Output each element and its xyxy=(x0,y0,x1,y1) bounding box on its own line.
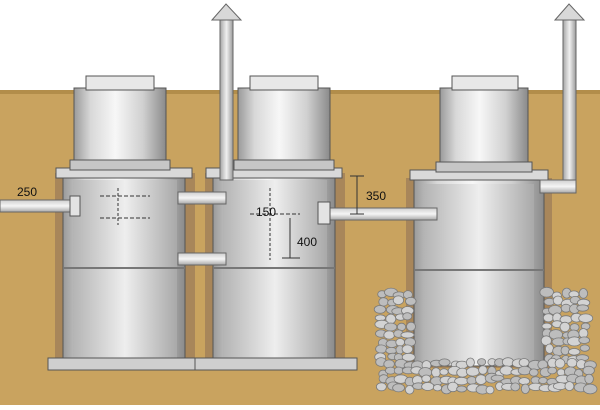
gravel-stone xyxy=(421,374,432,383)
outlet-pipe xyxy=(324,207,438,221)
gravel-stone xyxy=(401,352,416,362)
gravel-stone xyxy=(582,365,595,376)
gravel-stone xyxy=(385,346,398,355)
gravel-stone xyxy=(404,385,415,395)
outlet-pipe-fitting xyxy=(317,201,331,225)
gravel-stone xyxy=(393,366,404,375)
tank-3-neck-rim xyxy=(451,75,519,91)
tank-2-neck-collar xyxy=(233,159,335,171)
gravel-stone xyxy=(485,385,495,395)
dimension-400: 400 xyxy=(297,235,317,249)
gravel-stone xyxy=(518,377,531,386)
tank-3-neck xyxy=(439,87,529,171)
gravel-stone xyxy=(566,357,578,368)
gravel-stone xyxy=(477,358,487,366)
gravel-stone xyxy=(431,367,441,378)
gravel-stone xyxy=(538,376,548,384)
tank-1-inner xyxy=(73,180,177,360)
gravel-stone xyxy=(578,336,590,344)
vent-pipe-cap-icon xyxy=(210,3,243,21)
gravel-stone xyxy=(465,357,475,368)
gravel-stone xyxy=(584,373,594,384)
gravel-stone xyxy=(395,338,406,347)
tank-2-neck xyxy=(237,87,331,169)
gravel-stone xyxy=(547,366,557,375)
gravel-stone xyxy=(439,368,449,376)
gravel-stone xyxy=(583,383,598,395)
gravel-stone xyxy=(510,382,521,392)
gravel-stone xyxy=(392,295,404,306)
tank-1-neck-rim xyxy=(85,75,155,91)
tank-3-neck-collar xyxy=(435,161,533,173)
gravel-stone xyxy=(465,366,480,377)
gravel-stone xyxy=(378,297,389,307)
gravel-stone xyxy=(466,376,477,385)
overflow-pipe-lower xyxy=(177,252,227,266)
tank-1 xyxy=(47,75,199,371)
dimension-250: 250 xyxy=(17,185,37,199)
gravel-stone xyxy=(545,343,554,354)
gravel-stone xyxy=(564,381,575,392)
vent-pipe-2 xyxy=(562,19,577,193)
gravel-stone xyxy=(576,304,589,312)
gravel-stone xyxy=(520,383,530,395)
gravel-stone xyxy=(375,344,388,354)
tank-3-inner xyxy=(424,184,534,364)
gravel-stone xyxy=(560,345,570,356)
inlet-pipe-fitting xyxy=(69,195,81,217)
pipes xyxy=(0,3,586,266)
gravel-stone xyxy=(373,305,387,314)
gravel-stone xyxy=(490,374,505,382)
dimension-150: 150 xyxy=(256,205,276,219)
gravel-stone xyxy=(517,365,532,376)
gravel-bed xyxy=(373,286,598,395)
gravel-stone xyxy=(405,296,417,306)
gravel-stone xyxy=(542,313,554,323)
tank-1-neck-collar xyxy=(69,159,171,171)
gravel-stone xyxy=(438,358,451,367)
gravel-stone xyxy=(579,344,590,352)
gravel-stone xyxy=(578,313,594,323)
gravel-stone xyxy=(456,385,468,393)
dimension-350: 350 xyxy=(366,189,386,203)
tank-2-inner xyxy=(223,180,327,360)
tank-1-base xyxy=(47,357,199,371)
gravel-stone xyxy=(578,288,589,299)
gravel-stone xyxy=(421,382,435,391)
gravel-stone xyxy=(392,383,406,393)
dimension-lines xyxy=(100,175,364,260)
gravel-stone xyxy=(499,365,514,376)
gravel-stone xyxy=(400,331,415,339)
vent-pipe-1 xyxy=(219,19,234,181)
gravel-stone xyxy=(475,374,487,385)
gravel-stone xyxy=(554,358,566,369)
gravel-stone xyxy=(559,321,571,333)
gravel-stone xyxy=(383,322,398,332)
gravel-stone xyxy=(406,321,416,332)
gravel-stone xyxy=(375,382,387,392)
vent-pipe-cap-icon xyxy=(553,3,586,21)
gravel-stone xyxy=(432,384,443,392)
gravel-stone xyxy=(383,330,396,340)
gravel-stone xyxy=(528,368,539,377)
gravel-stone xyxy=(401,344,414,354)
gravel-stone xyxy=(539,286,554,298)
gravel-stone xyxy=(541,322,553,330)
gravel-stone xyxy=(568,348,581,356)
overflow-pipe-upper xyxy=(177,191,227,205)
inlet-pipe xyxy=(0,199,73,213)
tank-2-neck-rim xyxy=(249,75,319,91)
shared-base xyxy=(194,357,358,371)
gravel-stone xyxy=(402,312,413,321)
gravel-stone xyxy=(478,365,488,375)
tank-1-neck xyxy=(73,87,167,169)
gravel-stone xyxy=(518,358,530,367)
vent-pipe-2-elbow xyxy=(539,179,577,194)
